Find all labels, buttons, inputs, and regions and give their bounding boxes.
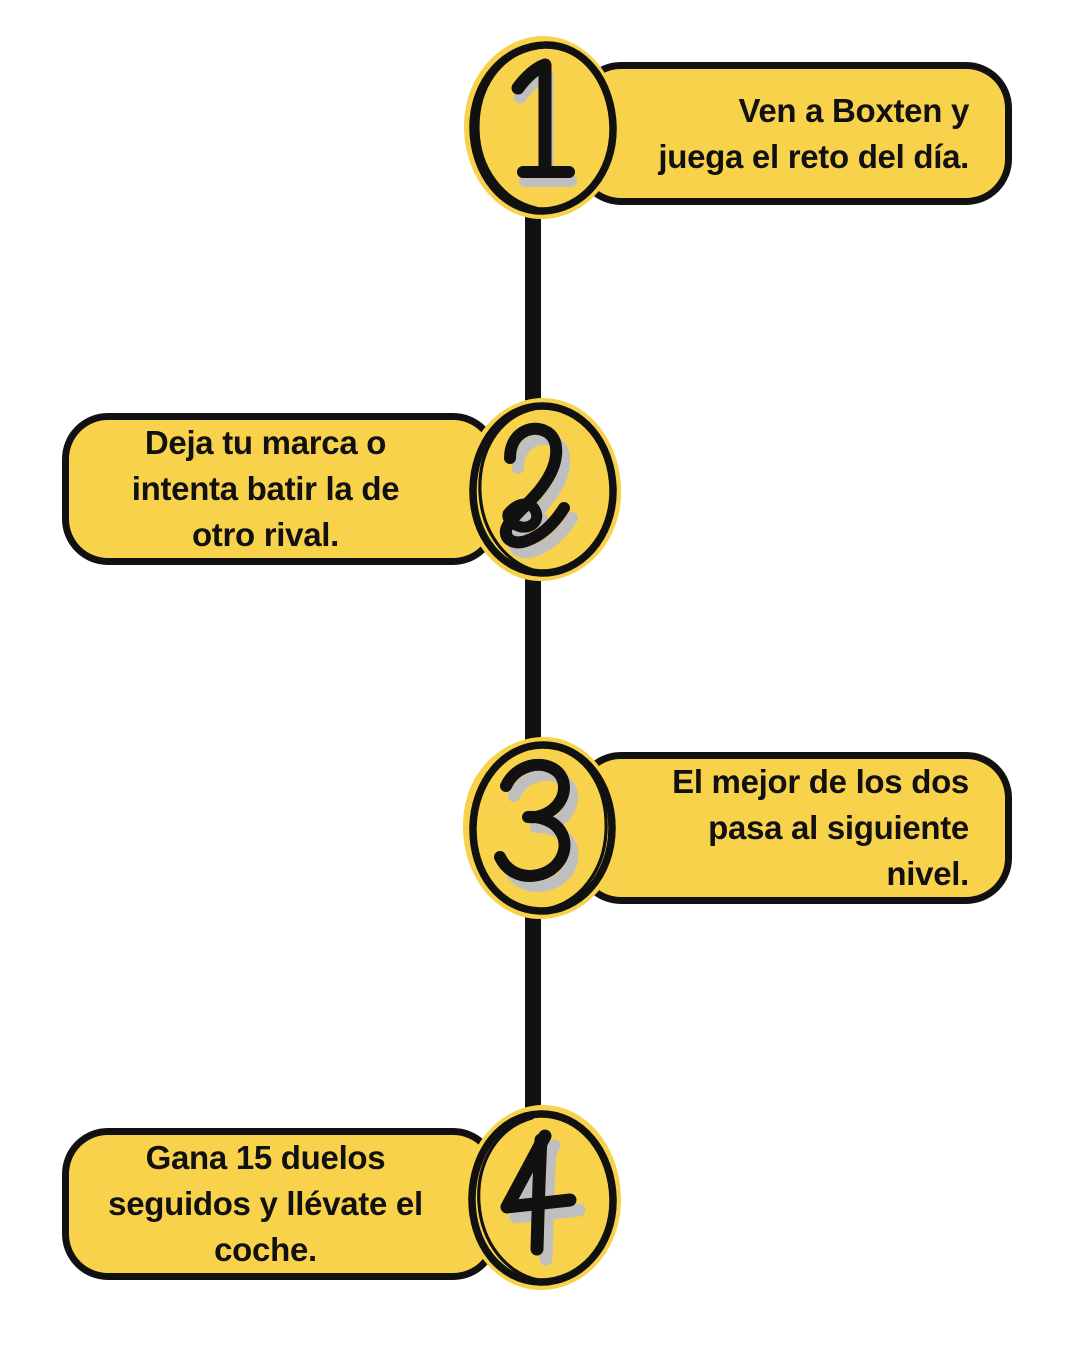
step-1-text: Ven a Boxten y juega el reto del día.: [658, 91, 969, 175]
step-1-number-badge: [448, 28, 638, 228]
step-item-2: Deja tu marca o intenta batir la de otro…: [0, 390, 1080, 590]
step-item-4: Gana 15 duelos seguidos y llévate el coc…: [0, 1098, 1080, 1298]
step-3-callout: El mejor de los dos pasa al siguiente ni…: [575, 752, 1012, 904]
step-2-number-badge: [448, 390, 638, 590]
connector-line-3-4: [525, 880, 541, 1130]
step-item-1: Ven a Boxten y juega el reto del día.: [0, 28, 1080, 228]
step-1-callout: Ven a Boxten y juega el reto del día.: [575, 62, 1012, 205]
step-4-text: Gana 15 duelos seguidos y llévate el coc…: [108, 1139, 423, 1268]
step-3-number-badge: [448, 728, 638, 928]
connector-line-2-3: [525, 530, 541, 780]
step-4-number-badge: [448, 1098, 638, 1298]
step-2-text: Deja tu marca o intenta batir la de otro…: [131, 424, 400, 553]
connector-line-1-2: [525, 190, 541, 430]
step-4-callout: Gana 15 duelos seguidos y llévate el coc…: [62, 1128, 499, 1280]
step-3-text: El mejor de los dos pasa al siguiente ni…: [672, 763, 969, 892]
step-item-3: El mejor de los dos pasa al siguiente ni…: [0, 728, 1080, 928]
step-2-callout: Deja tu marca o intenta batir la de otro…: [62, 413, 499, 565]
